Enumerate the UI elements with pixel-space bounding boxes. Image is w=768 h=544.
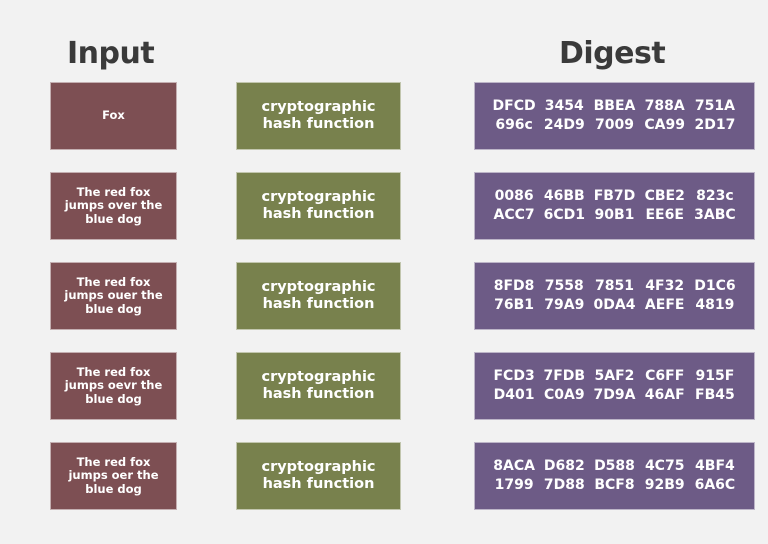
input-text: The red fox jumps over the blue dog <box>64 184 163 226</box>
digest-hex-cell: EE6E <box>645 206 684 223</box>
digest-hex-cell: 4819 <box>695 296 735 313</box>
diagram-row: Fox cryptographic hash function DFCD 345… <box>0 82 768 150</box>
digest-hex-cell: C0A9 <box>543 386 585 403</box>
digest-hex-grid: 0086 46BB FB7D CBE2 823c ACC7 6CD1 90B1 … <box>475 188 754 224</box>
digest-hex-cell: BCF8 <box>594 476 635 493</box>
digest-hex-cell: 1799 <box>494 476 534 493</box>
digest-hex-grid: 8FD8 7558 7851 4F32 D1C6 76B1 79A9 0DA4 … <box>475 278 754 314</box>
hash-function-box: cryptographic hash function <box>236 352 401 420</box>
hash-function-box: cryptographic hash function <box>236 262 401 330</box>
digest-hex-cell: 6A6C <box>694 476 736 493</box>
digest-hex-grid: DFCD 3454 BBEA 788A 751A 696c 24D9 7009 … <box>475 98 754 134</box>
digest-box: 0086 46BB FB7D CBE2 823c ACC7 6CD1 90B1 … <box>474 172 755 240</box>
digest-hex-cell: 3ABC <box>694 206 736 223</box>
digest-hex-cell: 2D17 <box>694 116 736 133</box>
input-box: The red fox jumps ouer the blue dog <box>50 262 177 330</box>
digest-hex-cell: FCD3 <box>493 368 535 384</box>
digest-hex-cell: DFCD <box>492 98 536 114</box>
digest-hex-cell: 8FD8 <box>493 278 535 294</box>
input-box: The red fox jumps oevr the blue dog <box>50 352 177 420</box>
hash-function-label: cryptographic hash function <box>261 368 376 402</box>
digest-hex-grid: FCD3 7FDB 5AF2 C6FF 915F D401 C0A9 7D9A … <box>475 368 754 404</box>
input-text: The red fox jumps oer the blue dog <box>68 454 159 496</box>
digest-hex-cell: FB7D <box>593 188 636 204</box>
digest-hex-cell: 4BF4 <box>695 458 735 474</box>
digest-hex-cell: 79A9 <box>544 296 585 313</box>
digest-hex-cell: D682 <box>543 458 585 474</box>
digest-hex-cell: 696c <box>495 116 533 133</box>
digest-hex-cell: 7851 <box>595 278 634 294</box>
hash-function-label: cryptographic hash function <box>261 278 376 312</box>
input-box: Fox <box>50 82 177 150</box>
hash-function-label: cryptographic hash function <box>261 98 376 132</box>
digest-hex-cell: FB45 <box>695 386 735 403</box>
column-header-digest: Digest <box>559 36 666 71</box>
digest-hex-cell: 6CD1 <box>543 206 585 223</box>
digest-hex-cell: 7558 <box>544 278 584 294</box>
hash-function-box: cryptographic hash function <box>236 82 401 150</box>
digest-hex-cell: 823c <box>696 188 734 204</box>
digest-hex-cell: D1C6 <box>694 278 736 294</box>
hash-function-box: cryptographic hash function <box>236 442 401 510</box>
digest-hex-cell: CBE2 <box>644 188 685 204</box>
digest-hex-cell: 92B9 <box>644 476 685 493</box>
digest-hex-cell: 0086 <box>494 188 534 204</box>
digest-hex-cell: 3454 <box>544 98 584 114</box>
digest-hex-cell: 46AF <box>644 386 685 403</box>
digest-hex-cell: 7D9A <box>593 386 636 403</box>
digest-hex-cell: 24D9 <box>543 116 585 133</box>
input-box: The red fox jumps over the blue dog <box>50 172 177 240</box>
digest-hex-cell: D588 <box>594 458 635 474</box>
digest-hex-cell: 751A <box>694 98 735 114</box>
digest-hex-cell: 7D88 <box>543 476 585 493</box>
digest-hex-cell: BBEA <box>593 98 636 114</box>
digest-hex-cell: 915F <box>695 368 735 384</box>
hash-function-label: cryptographic hash function <box>261 188 376 222</box>
digest-hex-cell: 7009 <box>595 116 634 133</box>
digest-hex-cell: 0DA4 <box>593 296 636 313</box>
digest-hex-grid: 8ACA D682 D588 4C75 4BF4 1799 7D88 BCF8 … <box>475 458 754 494</box>
digest-hex-cell: C6FF <box>645 368 685 384</box>
digest-hex-cell: D401 <box>493 386 535 403</box>
hash-function-box: cryptographic hash function <box>236 172 401 240</box>
input-text: The red fox jumps oevr the blue dog <box>64 364 163 406</box>
digest-hex-cell: 788A <box>644 98 685 114</box>
diagram-row: The red fox jumps over the blue dog cryp… <box>0 172 768 240</box>
digest-box: 8ACA D682 D588 4C75 4BF4 1799 7D88 BCF8 … <box>474 442 755 510</box>
input-box: The red fox jumps oer the blue dog <box>50 442 177 510</box>
digest-box: FCD3 7FDB 5AF2 C6FF 915F D401 C0A9 7D9A … <box>474 352 755 420</box>
digest-hex-cell: ACC7 <box>493 206 535 223</box>
digest-hex-cell: 4C75 <box>644 458 685 474</box>
digest-box: 8FD8 7558 7851 4F32 D1C6 76B1 79A9 0DA4 … <box>474 262 755 330</box>
diagram-row: The red fox jumps oevr the blue dog cryp… <box>0 352 768 420</box>
input-text: The red fox jumps ouer the blue dog <box>64 274 163 316</box>
diagram-row: The red fox jumps ouer the blue dog cryp… <box>0 262 768 330</box>
digest-hex-cell: 46BB <box>543 188 585 204</box>
digest-hex-cell: AEFE <box>644 296 685 313</box>
digest-hex-cell: 5AF2 <box>594 368 635 384</box>
digest-box: DFCD 3454 BBEA 788A 751A 696c 24D9 7009 … <box>474 82 755 150</box>
digest-hex-cell: 4F32 <box>645 278 685 294</box>
input-text: Fox <box>102 108 125 123</box>
column-header-input: Input <box>67 36 155 71</box>
digest-hex-cell: CA99 <box>644 116 685 133</box>
digest-hex-cell: 76B1 <box>494 296 535 313</box>
digest-hex-cell: 8ACA <box>493 458 535 474</box>
digest-hex-cell: 90B1 <box>594 206 635 223</box>
digest-hex-cell: 7FDB <box>543 368 586 384</box>
diagram-row: The red fox jumps oer the blue dog crypt… <box>0 442 768 510</box>
hash-function-label: cryptographic hash function <box>261 458 376 492</box>
